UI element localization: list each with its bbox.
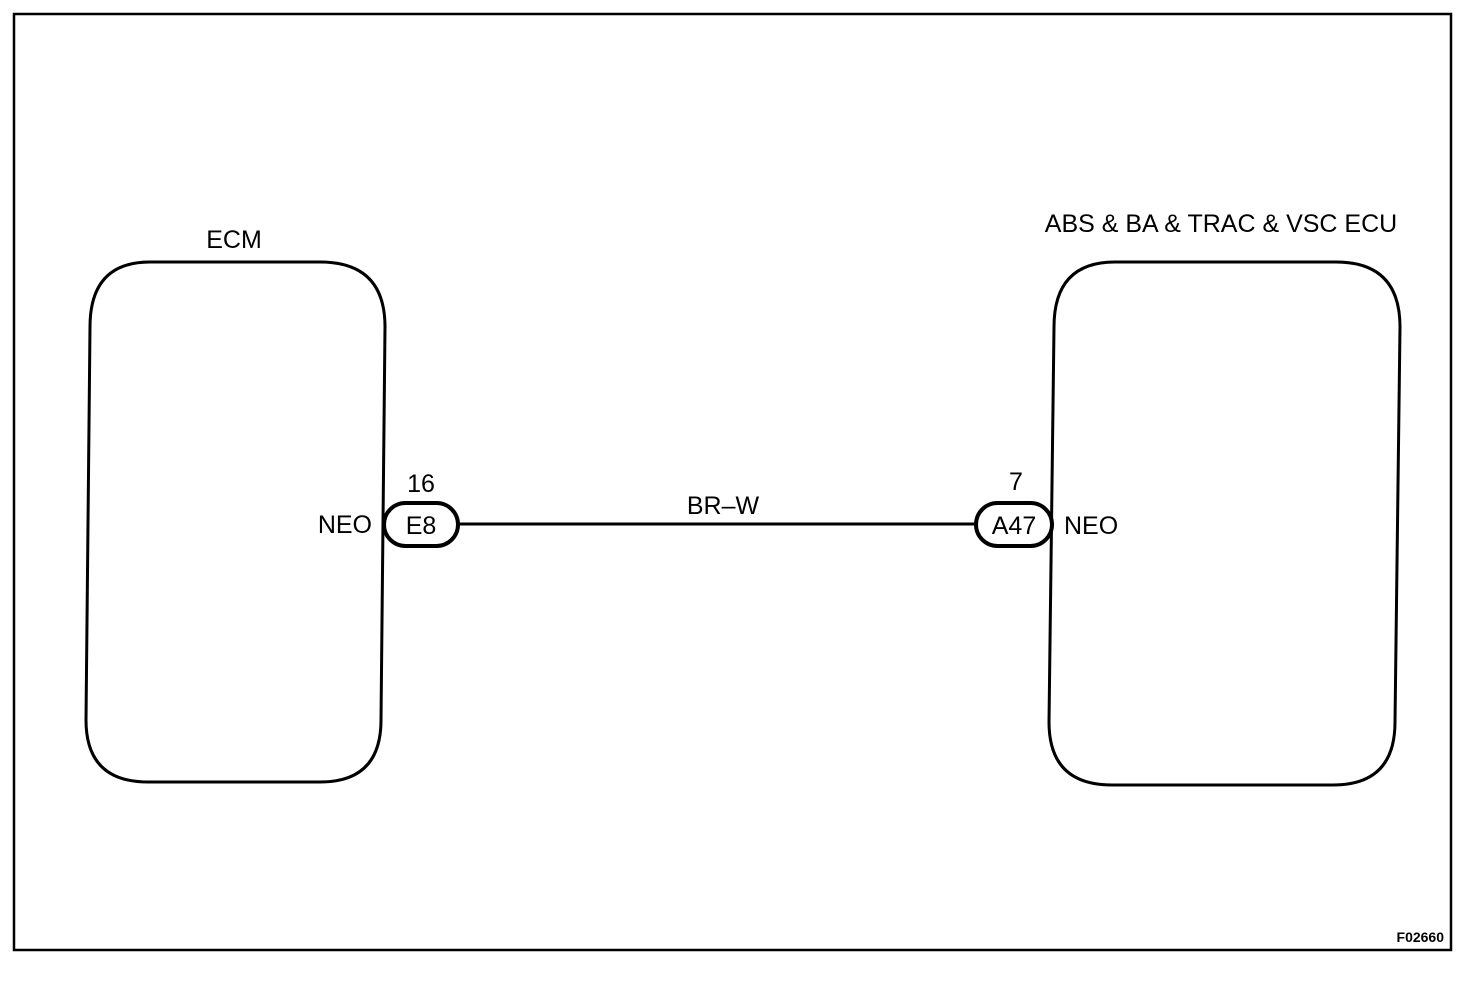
abs-ecu-title: ABS & BA & TRAC & VSC ECU [1045, 210, 1397, 238]
wire-color-code: BR–W [687, 492, 760, 520]
ecm-terminal-label: NEO [318, 511, 372, 539]
ecm-box [84, 260, 387, 784]
abs-ecu-box [1047, 260, 1402, 787]
ecm-component: ECM NEO [84, 226, 387, 784]
abs-ecu-component: ABS & BA & TRAC & VSC ECU NEO [1045, 210, 1402, 787]
connector-e8-id: E8 [406, 512, 437, 540]
connector-a47: A47 7 [974, 468, 1054, 548]
connector-e8-outline [382, 501, 460, 548]
ecm-title: ECM [206, 226, 262, 254]
connector-e8: E8 16 [382, 470, 460, 548]
figure-code: F02660 [1397, 929, 1445, 945]
connector-e8-pin-number: 16 [407, 470, 435, 498]
connector-a47-outline [974, 501, 1054, 548]
connector-a47-id: A47 [992, 512, 1036, 540]
connector-a47-pin-number: 7 [1009, 468, 1023, 496]
abs-ecu-terminal-label: NEO [1064, 512, 1118, 540]
diagram-frame [12, 12, 1453, 952]
